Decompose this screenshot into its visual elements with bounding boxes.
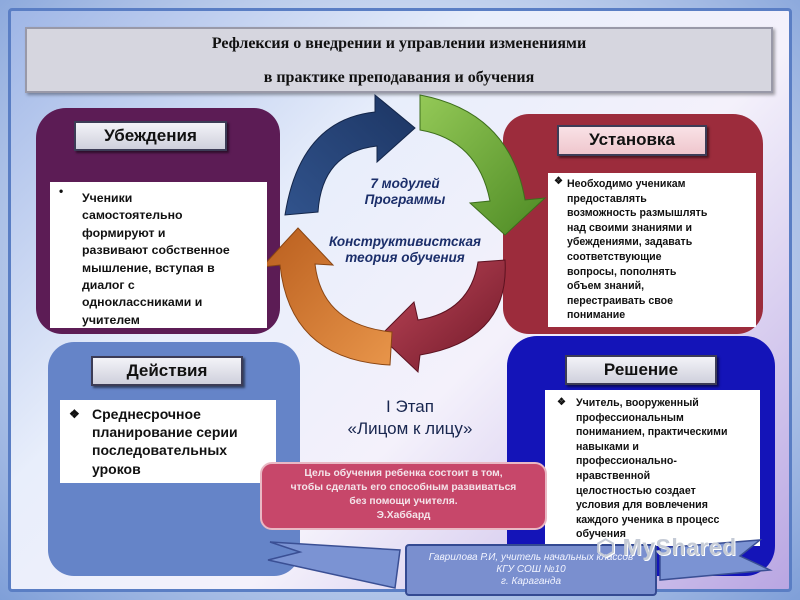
watermark-text: MyShared — [622, 534, 737, 560]
text-line: нравственной — [576, 469, 651, 482]
text-line: уроков — [92, 460, 141, 477]
diamond-bullet-icon: ❖ — [554, 176, 563, 187]
theory-label: Конструктивистская теория обучения — [300, 234, 510, 266]
navy-cycle-arrow — [284, 93, 416, 216]
modules-label: 7 модулей Программы — [330, 176, 480, 208]
theory-line-1: Конструктивистская — [329, 234, 481, 249]
attitude-header: Установка — [557, 125, 707, 156]
text-line: Среднесрочное — [92, 406, 201, 422]
watermark-icon: ⬡ — [596, 535, 616, 560]
text-line: мышление, вступая в — [82, 260, 215, 275]
actions-text: Среднесрочное планирование серии последо… — [92, 405, 238, 478]
text-line: обучения — [576, 528, 626, 541]
author-box: Гаврилова Р.И, учитель начальных классов… — [405, 544, 657, 596]
stage-label: I Этап «Лицом к лицу» — [320, 396, 500, 440]
text-line: Необходимо ученикам — [567, 178, 686, 190]
text-line: Ученики — [82, 191, 133, 205]
stage-line-1: I Этап — [386, 397, 434, 416]
actions-text-box: ❖ Среднесрочное планирование серии после… — [60, 400, 276, 483]
decision-text-box: ❖ Учитель, вооруженный профессиональным … — [545, 390, 760, 546]
text-line: самостоятельно — [82, 208, 183, 223]
text-line: одноклассниками и — [82, 295, 203, 310]
actions-header: Действия — [91, 356, 243, 386]
text-line: предоставлять — [567, 192, 647, 205]
slide-title: Рефлексия о внедрении и управлении измен… — [25, 27, 773, 93]
bullet-dot-icon: • — [59, 184, 64, 198]
text-line: убеждениями, задавать — [567, 236, 693, 249]
text-line: планирование серии — [92, 424, 238, 441]
red-cycle-arrow — [379, 259, 506, 374]
modules-line-1: 7 модулей — [370, 176, 440, 191]
beliefs-text-box: • Ученики самостоятельно формируют и раз… — [50, 182, 267, 328]
stage-line-2: «Лицом к лицу» — [347, 419, 473, 438]
attitude-text-box: ❖ Необходимо ученикам предоставлять возм… — [548, 173, 756, 327]
green-cycle-arrow — [419, 94, 547, 236]
text-line: перестраивать свое — [567, 294, 674, 307]
text-line: профессиональным — [576, 411, 684, 424]
watermark-logo: ⬡ MyShared — [596, 534, 792, 574]
text-line: диалог с — [82, 278, 135, 293]
text-line: учителем — [82, 312, 140, 327]
modules-line-2: Программы — [364, 192, 446, 207]
decision-header: Решение — [565, 355, 717, 385]
quote-line-3: без помощи учителя. — [349, 496, 458, 507]
quote-box: Цель обучения ребенка состоит в том, что… — [260, 462, 547, 530]
orange-cycle-arrow — [260, 227, 393, 366]
diamond-bullet-icon: ❖ — [69, 407, 80, 421]
diamond-bullet-icon: ❖ — [557, 397, 566, 408]
quote-line-2: чтобы сделать его способным развиваться — [290, 482, 517, 493]
text-line: объем знаний, — [567, 280, 645, 293]
text-line: Учитель, вооруженный — [576, 397, 699, 409]
text-line: развивают собственное — [82, 243, 230, 258]
text-line: целостностью создает — [576, 484, 696, 497]
quote-line-1: Цель обучения ребенка состоит в том, — [304, 468, 503, 479]
beliefs-header: Убеждения — [74, 121, 227, 151]
decision-text: Учитель, вооруженный профессиональным по… — [576, 396, 727, 542]
title-line-1: Рефлексия о внедрении и управлении измен… — [211, 35, 587, 52]
text-line: пониманием, практическими — [576, 426, 728, 439]
text-line: вопросы, пополнять — [567, 265, 677, 278]
text-line: соответствующие — [567, 250, 662, 263]
theory-line-2: теория обучения — [345, 250, 465, 265]
author-line-1: Гаврилова Р.И, учитель начальных классов — [428, 552, 634, 563]
text-line: возможность размышлять — [567, 207, 708, 220]
text-line: профессионально- — [576, 455, 677, 468]
text-line: понимание — [567, 309, 626, 322]
author-line-2: КГУ СОШ №10 — [496, 564, 566, 575]
text-line: над своими знаниями и — [567, 221, 692, 234]
text-line: формируют и — [82, 225, 166, 240]
beliefs-text: Ученики самостоятельно формируют и разви… — [82, 190, 230, 329]
quote-author: Э.Хаббард — [376, 510, 431, 521]
text-line: последовательных — [92, 442, 228, 459]
text-line: условия для вовлечения — [576, 499, 708, 512]
author-line-3: г. Караганда — [500, 576, 562, 587]
text-line: каждого ученика в процесс — [576, 513, 720, 526]
text-line: навыками и — [576, 440, 639, 453]
attitude-text: Необходимо ученикам предоставлять возмож… — [567, 177, 707, 323]
title-line-2: в практике преподавания и обучения — [263, 69, 535, 86]
